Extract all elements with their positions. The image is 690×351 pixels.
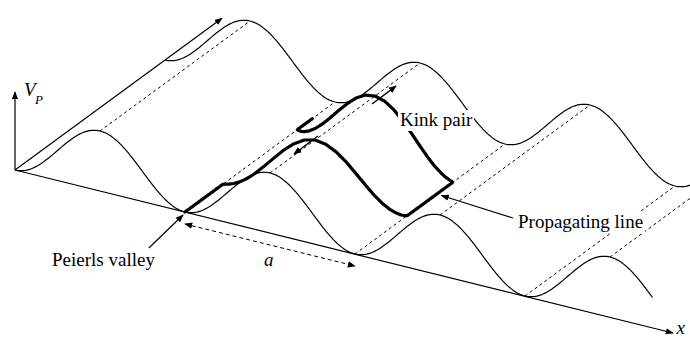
front-profile (15, 130, 653, 297)
dotted-line (610, 147, 690, 257)
kink-motion-arrow (294, 136, 318, 154)
label: a (262, 250, 276, 271)
kink-motion-arrow (372, 86, 396, 104)
dotted-line (100, 21, 250, 131)
label: Kink pair (398, 110, 474, 131)
leader-line (442, 196, 514, 219)
label: P (33, 93, 45, 107)
ridge-lines (100, 21, 690, 296)
label: x (675, 318, 687, 339)
label: Propagating line (516, 212, 645, 233)
label: Peierls valley (50, 250, 157, 271)
x-axis (15, 170, 673, 333)
back-profile (165, 20, 690, 187)
vp-axis (14, 92, 15, 170)
leader-line (149, 215, 183, 248)
dotted-line (525, 186, 675, 296)
depth-axis (15, 18, 222, 170)
